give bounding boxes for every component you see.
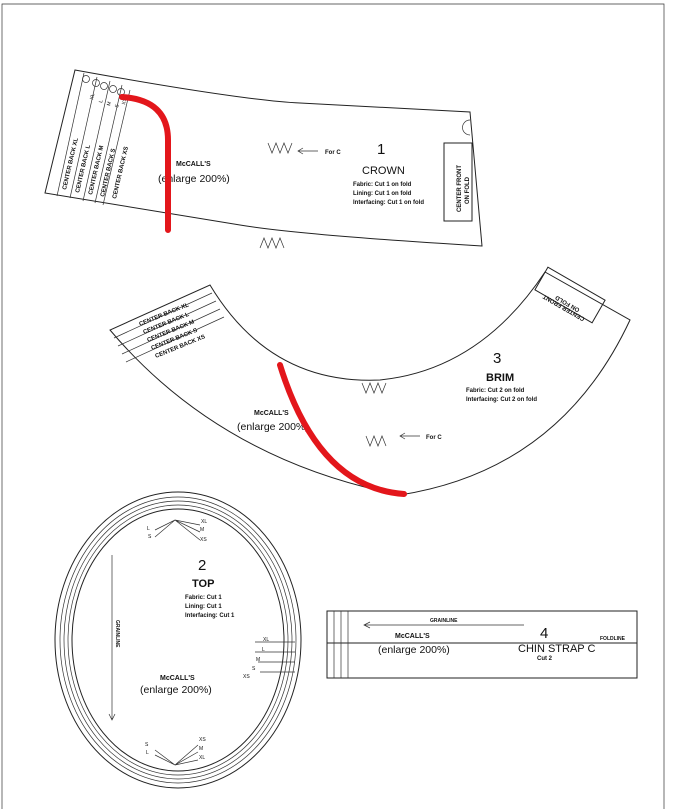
page-border [1,3,665,809]
enlarge-label: (enlarge 200%) [237,421,309,433]
size-label: XL [199,755,205,761]
cut-instruction: Interfacing: Cut 1 on fold [353,200,424,206]
size-label: L [147,526,150,532]
size-label: XL [201,519,207,525]
size-label: L [262,647,265,653]
cut-instruction: Lining: Cut 1 on fold [353,191,412,197]
red-highlight-line [277,362,407,497]
piece-title: TOP [192,578,214,590]
cut-instruction: Cut 2 [537,656,553,662]
piece-number: 2 [198,557,206,574]
brand-label: McCALL'S [160,675,195,682]
size-label: XS [199,737,206,743]
size-label: XS [200,537,207,543]
size-label: S [252,666,256,672]
size-label: M [256,657,260,663]
brim-piece: CENTER BACK XL CENTER BACK L CENTER BACK… [109,266,631,497]
brand-label: McCALL'S [254,410,289,417]
grainline-label: GRAINLINE [114,620,120,648]
size-label: M [200,527,204,533]
enlarge-label: (enlarge 200%) [378,644,450,656]
piece-title: CHIN STRAP C [518,643,595,655]
piece-title: BRIM [486,372,514,384]
size-label: S [145,742,149,748]
piece-title: CROWN [362,165,405,177]
piece-number: 1 [377,141,385,158]
cut-instruction: Fabric: Cut 1 [185,595,222,601]
cut-instruction: Interfacing: Cut 2 on fold [466,397,537,403]
size-label: XL [263,637,269,643]
brand-label: McCALL'S [176,161,211,168]
piece-number: 4 [540,625,548,642]
size-label: S [148,534,152,540]
cut-instruction: Fabric: Cut 2 on fold [466,388,525,394]
chin-strap-piece: GRAINLINE McCALL'S (enlarge 200%) 4 FOLD… [326,610,638,679]
size-label: XL [89,93,96,101]
size-label: L [98,99,105,103]
red-highlight-line [119,94,171,233]
piece-number: 3 [493,350,501,367]
grainline-label: GRAINLINE [430,618,458,624]
cut-instruction: Fabric: Cut 1 on fold [353,182,412,188]
foldline-label: FOLDLINE [600,636,626,642]
enlarge-label: (enlarge 200%) [140,684,212,696]
crown-piece: CENTER BACK XL CENTER BACK L CENTER BACK… [44,69,483,249]
for-c-label: For C [325,150,341,156]
size-label: XS [121,97,128,105]
center-front-label: ON FOLD [465,176,471,204]
brand-label: McCALL'S [395,633,430,640]
cut-instruction: Lining: Cut 1 [185,604,222,610]
size-label: XS [243,674,250,680]
size-label: M [199,746,203,752]
enlarge-label: (enlarge 200%) [158,173,230,185]
cut-instruction: Interfacing: Cut 1 [185,613,235,619]
for-c-label: For C [426,435,442,441]
center-front-label: CENTER FRONT [457,165,463,212]
size-label: M [106,101,113,106]
size-label: S [114,103,121,108]
top-piece: XL M XS L S XL L M S XS XS M XL S L GRAI… [54,491,302,789]
size-label: L [146,750,149,756]
